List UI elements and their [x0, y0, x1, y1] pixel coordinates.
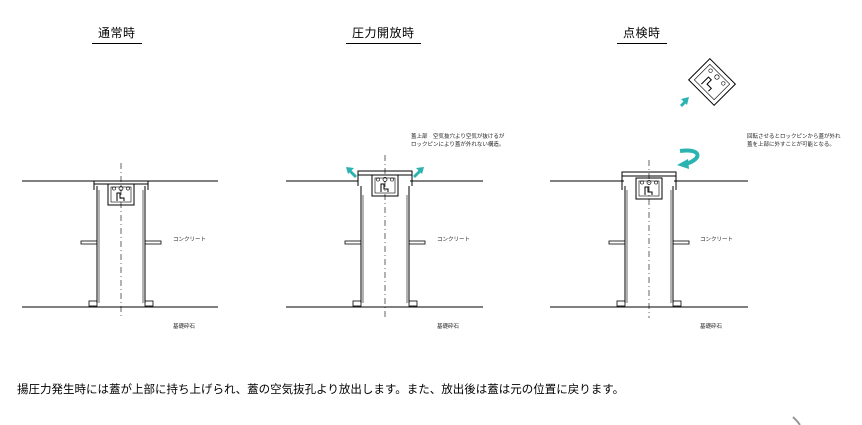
base-label-pressure-release: 基礎砕石: [437, 324, 460, 330]
note-inspection-line2: 蓋を上部に外すことが可能となる。: [747, 142, 835, 148]
note-pressure-release-line2: ロックピンにより蓋が外れない構造。: [411, 142, 505, 148]
corner-mark: [792, 416, 801, 425]
note-pressure-release: 蓋上部 空気抜穴より空気が抜けるが ロックピンにより蓋が外れない構造。: [411, 133, 504, 149]
base-label-normal: 基礎砕石: [173, 324, 196, 330]
concrete-label-normal: コンクリート: [173, 237, 207, 243]
panel-title-normal: 通常時: [92, 24, 142, 44]
air-arrow-head: [416, 167, 424, 174]
rotate-arrow: [679, 148, 700, 166]
base-label-inspection: 基礎砕石: [700, 324, 723, 330]
lifted-lid: [687, 57, 737, 107]
note-inspection-line1: 回転させるとロックピンから蓋が外れ: [747, 134, 841, 140]
panel-title-pressure-release: 圧力開放時: [346, 24, 421, 44]
note-inspection: 回転させるとロックピンから蓋が外れ 蓋を上部に外すことが可能となる。: [747, 133, 841, 149]
rotate-arrow-head: [677, 159, 689, 169]
panel-normal: [22, 163, 218, 318]
panel-title-inspection: 点検時: [617, 24, 667, 44]
air-arrow-head: [346, 167, 354, 174]
concrete-label-pressure-release: コンクリート: [437, 237, 471, 243]
panel-pressure-release: [286, 155, 483, 318]
lift-arrow-head: [681, 97, 689, 105]
note-pressure-release-line1: 蓋上部 空気抜穴より空気が抜けるが: [411, 134, 505, 140]
concrete-label-inspection: コンクリート: [700, 237, 734, 243]
panel-inspection: [550, 57, 748, 318]
caption-text: 揚圧力発生時には蓋が上部に持ち上げられ、蓋の空気抜孔より放出します。また、放出後…: [17, 382, 625, 396]
